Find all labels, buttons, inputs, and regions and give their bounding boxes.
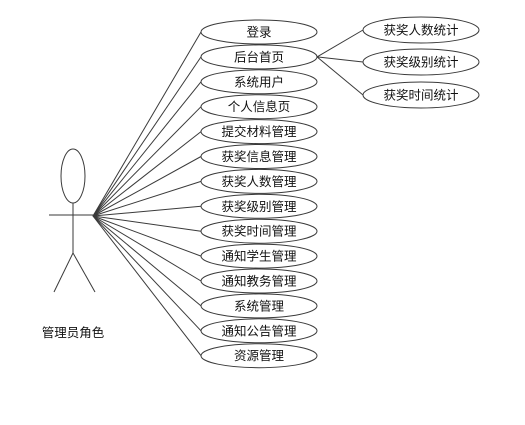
use-case[interactable]: 登录 (200, 19, 318, 45)
actor-left-leg (53, 252, 74, 293)
use-case[interactable]: 获奖级别管理 (200, 193, 318, 219)
association-line (92, 215, 202, 357)
use-case[interactable]: 系统管理 (200, 293, 318, 319)
use-case-ellipse[interactable] (200, 144, 318, 169)
sub-association-line (316, 56, 364, 96)
use-case[interactable]: 资源管理 (200, 343, 318, 369)
use-case-label: 系统管理 (234, 298, 285, 313)
sub-use-case-label: 获奖级别统计 (383, 55, 458, 70)
sub-use-case-label: 获奖时间统计 (383, 88, 458, 103)
association-line (92, 180, 202, 217)
association-line (92, 81, 202, 217)
sub-association-line (316, 29, 364, 58)
association-line (92, 131, 202, 217)
association-line (92, 215, 202, 232)
sub-association-lines (316, 29, 364, 96)
use-case[interactable]: 提交材料管理 (200, 119, 318, 145)
use-case-list: 登录后台首页系统用户个人信息页提交材料管理获奖信息管理获奖人数管理获奖级别管理获… (200, 19, 318, 369)
actor-head (60, 148, 86, 204)
association-line (92, 215, 202, 332)
sub-use-case[interactable]: 获奖级别统计 (362, 48, 480, 76)
use-case-ellipse[interactable] (200, 19, 318, 45)
sub-association-line (316, 56, 364, 63)
use-case-label: 获奖人数管理 (221, 174, 297, 189)
use-case-ellipse[interactable] (200, 193, 318, 219)
use-case-ellipse[interactable] (200, 318, 318, 344)
association-line (92, 31, 202, 217)
use-case-ellipse[interactable] (200, 44, 318, 70)
sub-use-case-ellipse[interactable] (362, 81, 480, 109)
sub-use-case-ellipse[interactable] (362, 48, 480, 76)
actor-right-leg (72, 252, 96, 293)
use-case-label: 登录 (246, 25, 271, 40)
actor-figure: 管理员角色 (42, 148, 105, 340)
use-case[interactable]: 个人信息页 (200, 94, 318, 120)
use-case-label: 提交材料管理 (221, 124, 297, 139)
use-case-ellipse[interactable] (200, 243, 318, 269)
use-case-ellipse[interactable] (200, 268, 318, 294)
association-line (92, 205, 202, 217)
association-line (92, 215, 202, 282)
actor-label: 管理员角色 (42, 325, 105, 340)
use-case-ellipse[interactable] (200, 69, 318, 95)
use-case-ellipse[interactable] (200, 218, 318, 244)
use-case-ellipse[interactable] (200, 168, 318, 194)
use-case-label: 获奖信息管理 (221, 149, 297, 164)
association-line (92, 215, 202, 307)
use-case-ellipse[interactable] (200, 119, 318, 145)
actor-association-lines (92, 31, 202, 357)
use-case-label: 获奖时间管理 (221, 224, 297, 239)
use-case-ellipse[interactable] (200, 343, 318, 369)
sub-use-case[interactable]: 获奖时间统计 (362, 81, 480, 109)
use-case[interactable]: 获奖信息管理 (200, 144, 318, 169)
use-case-ellipse[interactable] (200, 293, 318, 319)
use-case-label: 获奖级别管理 (221, 199, 297, 214)
use-case-label: 通知学生管理 (221, 249, 297, 264)
use-case-label: 资源管理 (234, 348, 285, 363)
use-case[interactable]: 通知教务管理 (200, 268, 318, 294)
sub-use-case[interactable]: 获奖人数统计 (362, 16, 480, 44)
use-case[interactable]: 后台首页 (200, 44, 318, 70)
use-case-label: 个人信息页 (228, 99, 291, 114)
use-case-label: 通知教务管理 (221, 274, 297, 289)
sub-use-case-ellipse[interactable] (362, 16, 480, 44)
association-line (92, 56, 202, 217)
use-case-label: 通知公告管理 (221, 323, 297, 338)
association-line (92, 106, 202, 217)
sub-use-case-label: 获奖人数统计 (383, 23, 458, 38)
use-case[interactable]: 获奖时间管理 (200, 218, 318, 244)
association-line (92, 215, 202, 257)
use-case-label: 系统用户 (234, 74, 284, 89)
use-case[interactable]: 获奖人数管理 (200, 168, 318, 194)
use-case-ellipse[interactable] (200, 94, 318, 120)
use-case-label: 后台首页 (234, 49, 284, 64)
association-line (92, 156, 202, 217)
use-case[interactable]: 通知公告管理 (200, 318, 318, 344)
use-case[interactable]: 系统用户 (200, 69, 318, 95)
use-case[interactable]: 通知学生管理 (200, 243, 318, 269)
